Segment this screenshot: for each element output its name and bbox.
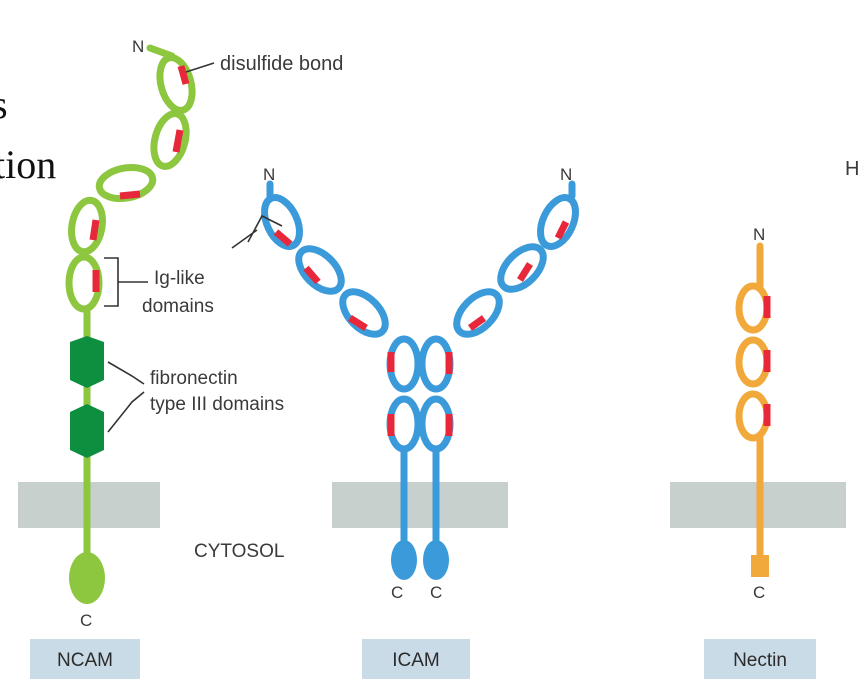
icam-protein — [261, 180, 579, 552]
nectin-c-terminus: C — [753, 583, 765, 602]
ncam-n-terminus: N — [132, 37, 144, 56]
nectin-protein — [735, 242, 771, 566]
disulfide-bond-mark — [119, 190, 141, 200]
ncam-ig-domain — [150, 110, 190, 170]
icam-ig-domain — [537, 194, 579, 250]
fibronectin-label-line1: fibronectin — [150, 368, 238, 389]
disulfide-leader-line — [185, 62, 215, 73]
nectin-n-terminus: N — [753, 225, 765, 244]
icam-cytoplasmic-domain — [391, 540, 417, 580]
icam-ig-domain — [339, 288, 389, 338]
background-text-line1: s — [0, 82, 8, 127]
fibronectin-pointer — [107, 361, 145, 433]
icam-left-c-terminus: C — [391, 583, 403, 602]
fibronectin-label-line2: type III domains — [150, 394, 284, 415]
icam-left-n-terminus: N — [263, 165, 275, 184]
icam-ig-domain — [497, 243, 547, 293]
ig-like-label-line2: domains — [142, 296, 214, 317]
membrane-segment-icam — [332, 482, 508, 528]
cytosol-label: CYTOSOL — [194, 541, 284, 562]
cell-membrane — [18, 482, 846, 528]
annotation-leaders — [104, 62, 283, 433]
icam-ig-domain — [453, 288, 503, 338]
icam-cytoplasmic-domain — [423, 540, 449, 580]
ncam-ig-domain — [156, 54, 196, 114]
icam-right-c-terminus: C — [430, 583, 442, 602]
ncam-fibronectin-domain — [70, 336, 104, 388]
ncam-protein — [65, 44, 196, 564]
icam-name-box — [362, 639, 470, 679]
disulfide-bond-mark — [554, 220, 570, 240]
ncam-name: NCAM — [57, 650, 113, 671]
ncam-ig-domain — [68, 196, 106, 256]
nectin-name: Nectin — [733, 650, 787, 671]
background-text-top-right: H — [845, 158, 859, 180]
ncam-name-box — [30, 639, 140, 679]
icam-ig-domain — [261, 194, 303, 250]
disulfide-bond-mark — [273, 229, 293, 247]
disulfide-bond-mark — [348, 315, 368, 331]
ncam-cytoplasmic-domain — [69, 552, 105, 604]
disulfide-bond-mark — [89, 219, 100, 241]
icam-name: ICAM — [392, 650, 440, 671]
ncam-c-terminus: C — [80, 611, 92, 630]
disulfide-bond-mark — [177, 65, 190, 85]
disulfide-bond-mark — [172, 129, 184, 153]
icam-right-n-terminus: N — [560, 165, 572, 184]
nectin-name-box — [704, 639, 816, 679]
disulfide-bond-label: disulfide bond — [220, 53, 343, 75]
background-text-line2: tion — [0, 142, 56, 187]
icam-ig-bracket — [231, 214, 283, 249]
disulfide-bond-mark — [467, 315, 487, 331]
disulfide-bond-mark — [517, 262, 533, 282]
ig-like-label-line1: Ig-like — [154, 268, 205, 289]
ncam-fibronectin-domain — [70, 404, 104, 458]
icam-ig-domain — [295, 245, 345, 295]
ig-like-bracket — [104, 257, 148, 307]
disulfide-bond-mark — [303, 265, 321, 285]
nectin-ig-domain — [735, 282, 771, 334]
nectin-ig-domain — [735, 336, 771, 388]
nectin-ig-domain — [735, 390, 771, 442]
nectin-cytoplasmic-domain — [751, 555, 769, 577]
